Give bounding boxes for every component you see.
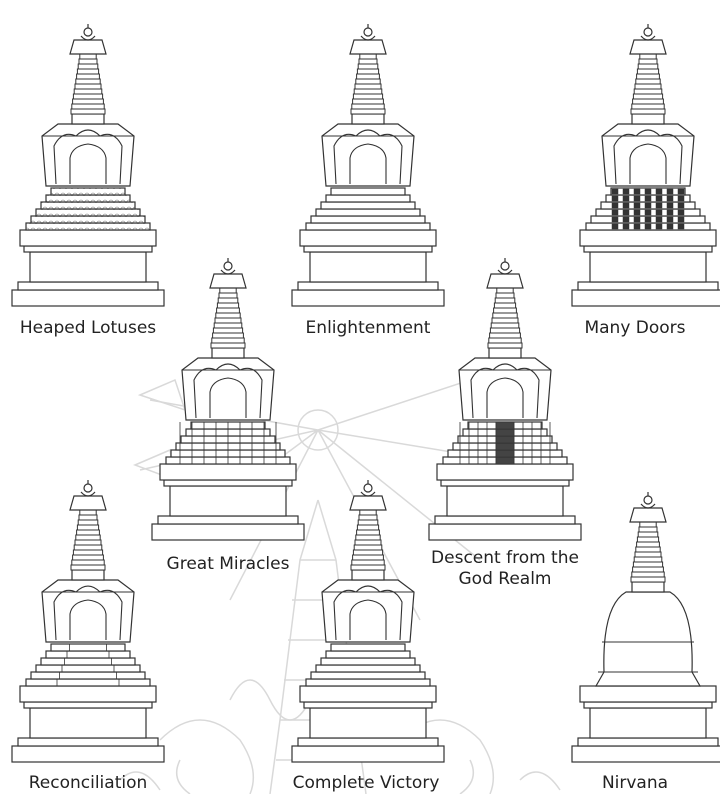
stupa-many-doors [572,24,720,306]
caption-reconciliation: Reconciliation [0,773,176,794]
stupa-descent-from-the-god-realm [429,258,581,540]
stupa-reconciliation [12,480,164,762]
caption-descent-line-2: God Realm [405,569,605,590]
stupa-complete-victory [292,480,444,762]
caption-nirvana: Nirvana [560,773,710,794]
caption-great-miracles: Great Miracles [128,554,328,575]
caption-complete-victory: Complete Victory [266,773,466,794]
stupa-enlightenment [292,24,444,306]
caption-descent-from-god-realm: Descent from the God Realm [405,548,605,590]
caption-enlightenment: Enlightenment [268,318,468,339]
caption-descent-line-1: Descent from the [405,548,605,569]
caption-heaped-lotuses: Heaped Lotuses [0,318,176,339]
stupa-heaped-lotuses [12,24,164,306]
stupa-nirvana [572,492,720,762]
stupa-great-miracles [152,258,304,540]
caption-many-doors: Many Doors [550,318,720,339]
